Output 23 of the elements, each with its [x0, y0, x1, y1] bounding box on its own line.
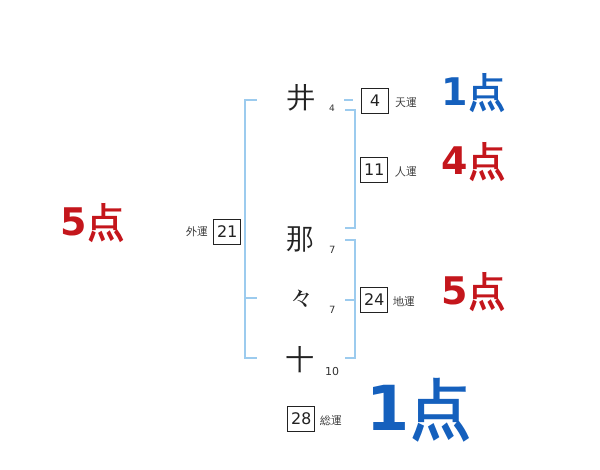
- fortune-label: 外運: [186, 226, 208, 237]
- stroke-count: 4: [329, 105, 335, 114]
- stroke-count: 7: [329, 306, 336, 316]
- number-box: 4: [361, 88, 389, 114]
- fortune-label: 人運: [395, 166, 417, 177]
- number-box: 21: [213, 219, 242, 245]
- kanji-character: 十: [286, 346, 314, 374]
- score-text: 4点: [441, 142, 506, 180]
- score-text: 1点: [366, 378, 472, 440]
- kanji-character: 那: [286, 225, 314, 253]
- number-box: 11: [360, 157, 388, 183]
- fortune-label: 天運: [395, 97, 417, 108]
- score-text: 1点: [441, 73, 506, 111]
- stroke-count: 7: [329, 246, 336, 256]
- score-text: 5点: [60, 203, 124, 241]
- kanji-character: 井: [287, 84, 315, 112]
- number-box: 28: [287, 406, 316, 432]
- fortune-label: 地運: [393, 296, 415, 307]
- stroke-count: 10: [325, 366, 339, 377]
- fortune-label: 総運: [320, 415, 342, 426]
- kanji-character: 々: [287, 284, 315, 312]
- number-box: 24: [360, 287, 388, 313]
- score-text: 5点: [441, 272, 506, 310]
